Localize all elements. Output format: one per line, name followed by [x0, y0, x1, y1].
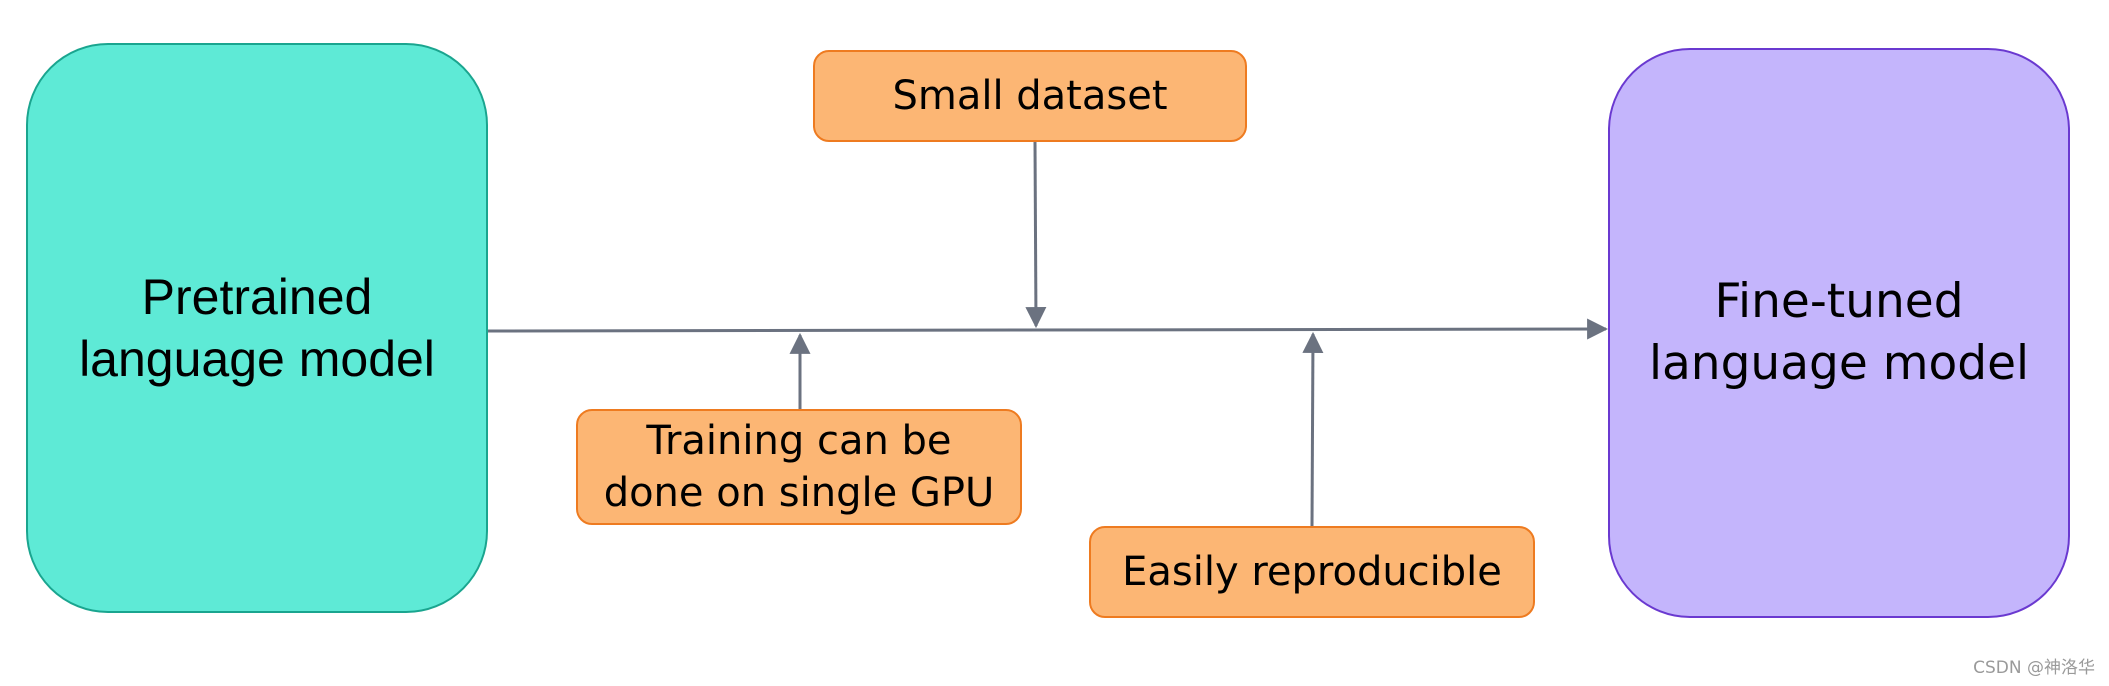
watermark: CSDN @神洛华 [1973, 658, 2095, 678]
small-dataset-box: Small dataset [813, 50, 1247, 142]
pretrained-model-box: Pretrained language model [26, 43, 488, 613]
reproducible-arrow [1302, 331, 1324, 527]
main-arrow [487, 318, 1609, 340]
finetuned-model-box: Fine-tuned language model [1608, 48, 2070, 618]
training-gpu-box: Training can be done on single GPU [576, 409, 1022, 525]
small-dataset-arrow [1025, 141, 1047, 329]
reproducible-box: Easily reproducible [1089, 526, 1535, 618]
